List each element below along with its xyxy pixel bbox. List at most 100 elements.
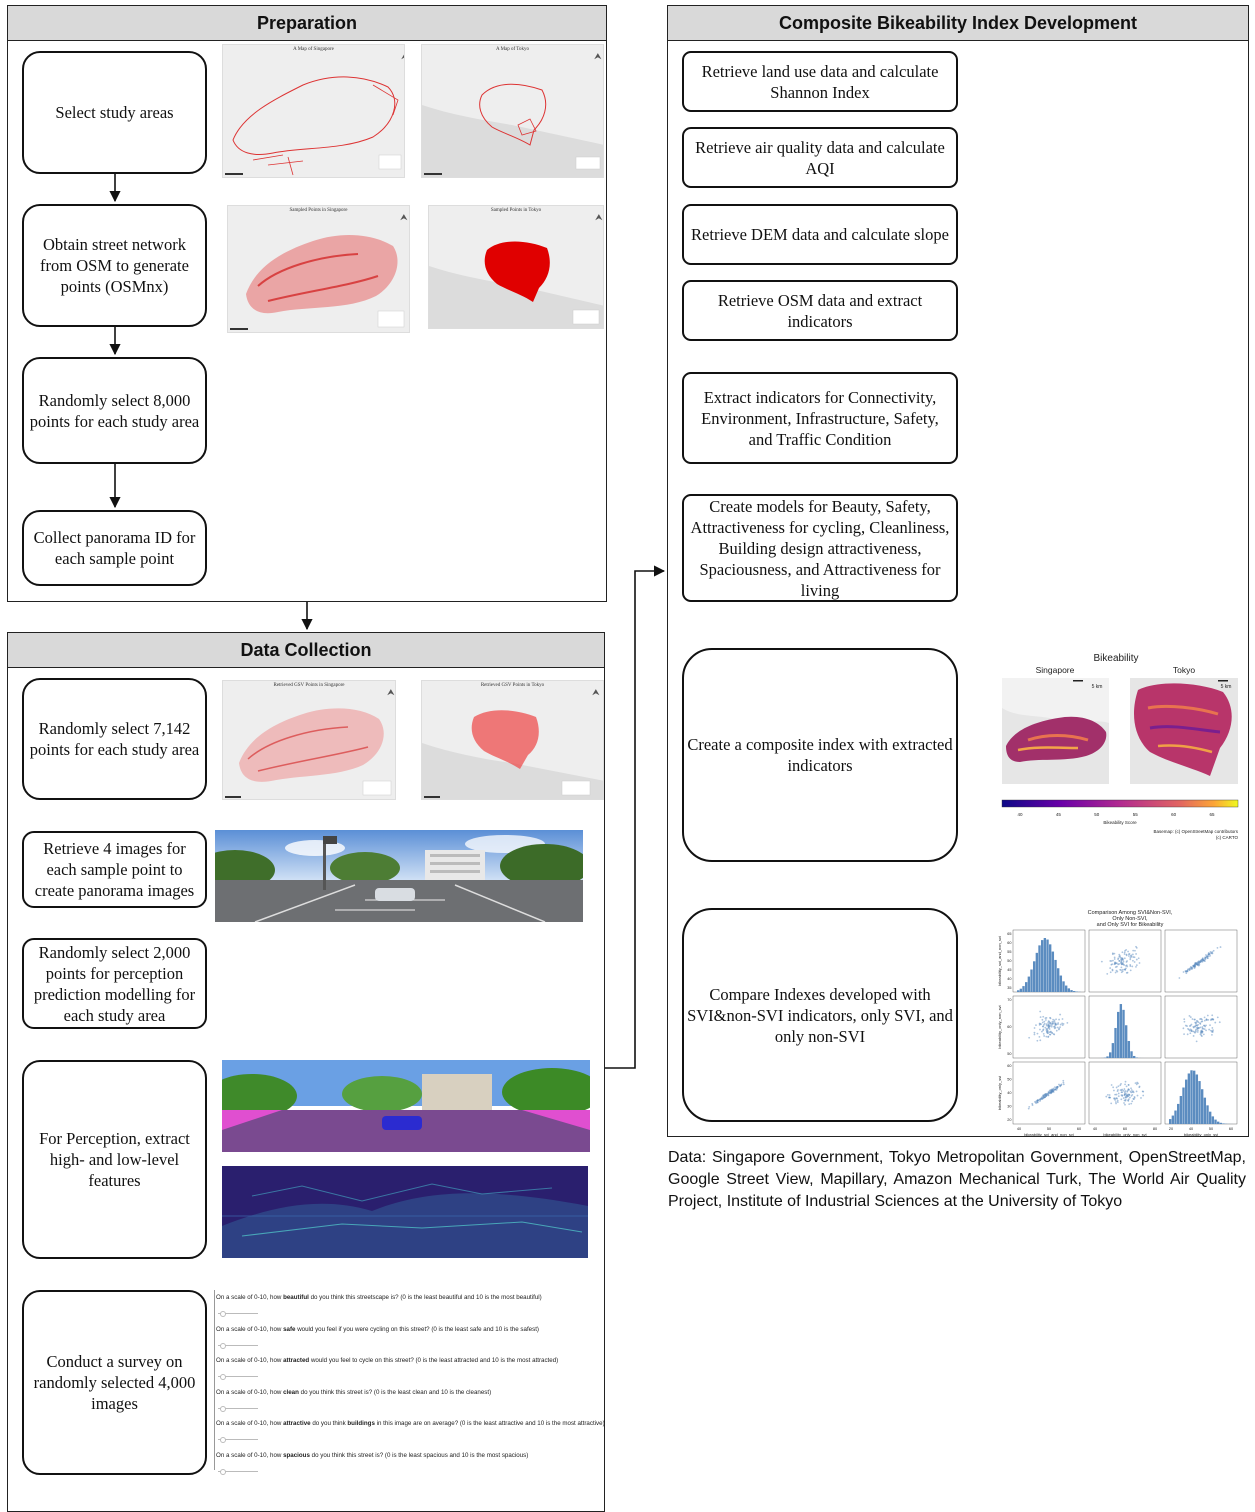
survey-slider[interactable] bbox=[218, 1408, 258, 1409]
scatter-point bbox=[1204, 958, 1206, 960]
scatter-point bbox=[1128, 1098, 1130, 1100]
bikeability-figure: Bikeability Singapore Tokyo 5 km 5 km 40… bbox=[998, 648, 1243, 843]
histogram-bar bbox=[1065, 986, 1067, 992]
pairplot-ytick: 65 bbox=[1007, 932, 1011, 936]
scatter-point bbox=[1059, 1014, 1061, 1016]
scatter-point bbox=[1106, 973, 1108, 975]
scatter-point bbox=[1043, 1021, 1045, 1023]
survey-slider[interactable] bbox=[218, 1471, 258, 1472]
bikeability-scale-right: 5 km bbox=[1221, 684, 1232, 690]
segmentation-image bbox=[222, 1060, 590, 1152]
scatter-point bbox=[1039, 1029, 1041, 1031]
survey-slider[interactable] bbox=[218, 1345, 258, 1346]
pairplot-ylabel: bikeability_svi_and_non_svi bbox=[997, 936, 1002, 986]
scatter-point bbox=[1193, 964, 1195, 966]
scatter-point bbox=[1043, 1095, 1045, 1097]
svg-text:⮝: ⮝ bbox=[400, 212, 408, 222]
scatter-point bbox=[1214, 1022, 1216, 1024]
histogram-bar bbox=[1020, 989, 1022, 992]
scatter-point bbox=[1062, 1024, 1064, 1026]
histogram-bar bbox=[1222, 1123, 1224, 1124]
scatter-point bbox=[1109, 1094, 1111, 1096]
histogram-bar bbox=[1046, 940, 1048, 992]
scatter-point bbox=[1110, 964, 1112, 966]
histogram-bar bbox=[1125, 1025, 1127, 1058]
scatter-point bbox=[1034, 1027, 1036, 1029]
scatter-point bbox=[1126, 961, 1128, 963]
scatter-point bbox=[1131, 1094, 1133, 1096]
histogram-bar bbox=[1201, 1089, 1203, 1124]
scatter-point bbox=[1107, 1094, 1109, 1096]
survey-question: On a scale of 0-10, how beautiful do you… bbox=[216, 1294, 542, 1301]
survey-slider[interactable] bbox=[218, 1439, 258, 1440]
scatter-point bbox=[1125, 1100, 1127, 1102]
scatter-point bbox=[1049, 1028, 1051, 1030]
scatter-point bbox=[1126, 964, 1128, 966]
data-source-note: Data: Singapore Government, Tokyo Metrop… bbox=[668, 1147, 1246, 1213]
step-dem-slope: Retrieve DEM data and calculate slope bbox=[682, 204, 958, 265]
scatter-point bbox=[1130, 954, 1132, 956]
scatter-point bbox=[1058, 1084, 1060, 1086]
scatter-point bbox=[1037, 1033, 1039, 1035]
survey-slider[interactable] bbox=[218, 1376, 258, 1377]
step-select-7142-points: Randomly select 7,142 points for each st… bbox=[22, 678, 207, 800]
scatter-point bbox=[1046, 1028, 1048, 1030]
scatter-point bbox=[1189, 1032, 1191, 1034]
scatter-point bbox=[1060, 1084, 1062, 1086]
scatter-point bbox=[1128, 1084, 1130, 1086]
histogram-bar bbox=[1049, 944, 1051, 992]
scatter-point bbox=[1124, 1104, 1126, 1106]
comparison-pairplot: Comparison Among SVI&Non-SVI,Only Non-SV… bbox=[995, 906, 1245, 1136]
scatter-point bbox=[1183, 1033, 1185, 1035]
scatter-point bbox=[1206, 1019, 1208, 1021]
scatter-point bbox=[1054, 1026, 1056, 1028]
scatter-point bbox=[1050, 1089, 1052, 1091]
scatter-point bbox=[1191, 1024, 1193, 1026]
scatter-point bbox=[1045, 1036, 1047, 1038]
histogram-bar bbox=[1196, 1074, 1198, 1124]
composite-header: Composite Bikeability Index Development bbox=[668, 6, 1248, 41]
scatter-point bbox=[1046, 1031, 1048, 1033]
scatter-point bbox=[1051, 1088, 1053, 1090]
scatter-point bbox=[1133, 1091, 1135, 1093]
scatter-point bbox=[1129, 1094, 1131, 1096]
histogram-bar bbox=[1070, 990, 1072, 992]
scatter-point bbox=[1051, 1032, 1053, 1034]
histogram-bar bbox=[1172, 1116, 1174, 1124]
scatter-point bbox=[1124, 1094, 1126, 1096]
histogram-bar bbox=[1041, 940, 1043, 992]
scatter-point bbox=[1198, 1027, 1200, 1029]
scatter-point bbox=[1138, 1086, 1140, 1088]
step-obtain-street-network: Obtain street network from OSM to genera… bbox=[22, 204, 207, 327]
scatter-point bbox=[1131, 1100, 1133, 1102]
scatter-point bbox=[1046, 1025, 1048, 1027]
scatter-point bbox=[1211, 1014, 1213, 1016]
histogram-bar bbox=[1188, 1073, 1190, 1124]
histogram-bar bbox=[1206, 1105, 1208, 1124]
scatter-point bbox=[1201, 1019, 1203, 1021]
histogram-bar bbox=[1174, 1111, 1176, 1124]
scatter-point bbox=[1117, 964, 1119, 966]
scatter-point bbox=[1043, 1033, 1045, 1035]
histogram-bar bbox=[1106, 1056, 1108, 1058]
scatter-point bbox=[1058, 1029, 1060, 1031]
histogram-bar bbox=[1044, 938, 1046, 992]
pairplot-ytick: 30 bbox=[1007, 1105, 1011, 1109]
scatter-point bbox=[1189, 1015, 1191, 1017]
histogram-bar bbox=[1130, 1051, 1132, 1058]
scatter-point bbox=[1209, 1024, 1211, 1026]
scatter-point bbox=[1208, 952, 1210, 954]
histogram-bar bbox=[1109, 1052, 1111, 1058]
scatter-point bbox=[1101, 961, 1103, 963]
survey-slider[interactable] bbox=[218, 1313, 258, 1314]
scatter-point bbox=[1211, 1034, 1213, 1036]
scatter-point bbox=[1140, 1097, 1142, 1099]
scatter-point bbox=[1201, 1021, 1203, 1023]
scatter-point bbox=[1117, 1085, 1119, 1087]
scatter-point bbox=[1063, 1082, 1065, 1084]
scatter-point bbox=[1121, 963, 1123, 965]
step-extract-features: For Perception, extract high- and low-le… bbox=[22, 1060, 207, 1259]
scatter-point bbox=[1124, 957, 1126, 959]
scatter-point bbox=[1185, 972, 1187, 974]
scatter-point bbox=[1108, 1097, 1110, 1099]
